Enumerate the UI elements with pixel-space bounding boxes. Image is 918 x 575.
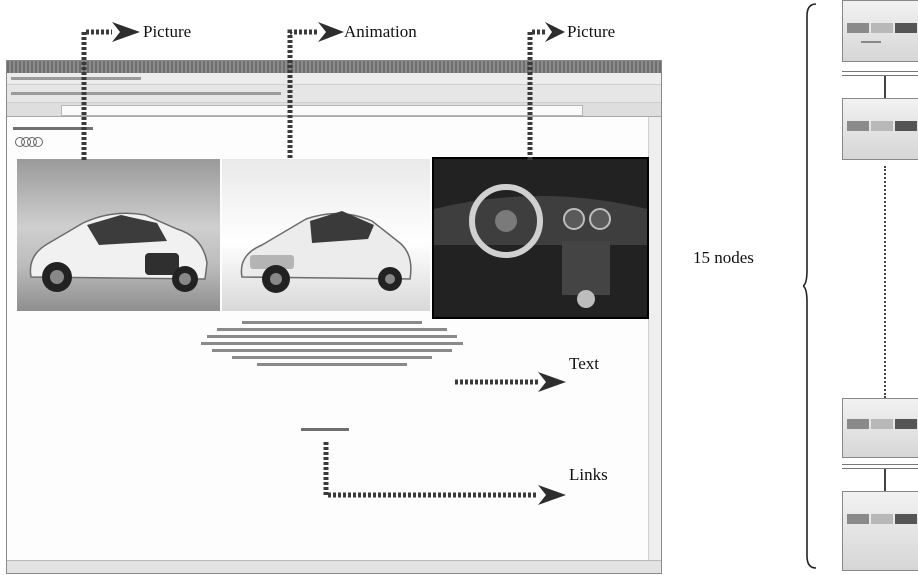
car-interior-photo — [432, 157, 649, 319]
links-label: Links — [569, 465, 608, 484]
car-front-photo — [17, 159, 220, 311]
text-label: Text — [569, 354, 599, 373]
body-text-block — [197, 321, 467, 370]
picture-label-left: Picture — [143, 22, 192, 41]
title-bar — [7, 61, 661, 73]
status-bar — [7, 560, 661, 573]
tree-node-thumbnail — [842, 0, 918, 62]
tree-node-thumbnail — [842, 98, 918, 160]
tree-node-thumbnail — [842, 398, 918, 458]
footer-links — [301, 428, 349, 431]
node-tree — [842, 0, 918, 575]
tree-edge — [884, 469, 886, 491]
picture-label-right: Picture — [567, 22, 616, 41]
brand-logo-icon — [33, 137, 43, 147]
page-heading — [13, 127, 93, 130]
curly-brace-icon — [803, 3, 817, 569]
tree-edge — [884, 166, 886, 398]
browser-screenshot — [6, 60, 662, 574]
tree-edge — [884, 76, 886, 98]
node-count-label: 15 nodes — [693, 248, 754, 267]
car-rear-photo — [222, 159, 430, 311]
url-field — [61, 105, 583, 116]
menu-bar — [7, 73, 661, 85]
scrollbar — [648, 117, 661, 560]
toolbar — [7, 85, 661, 103]
address-bar — [7, 103, 661, 117]
tree-node-thumbnail — [842, 491, 918, 571]
animation-label: Animation — [344, 22, 417, 41]
